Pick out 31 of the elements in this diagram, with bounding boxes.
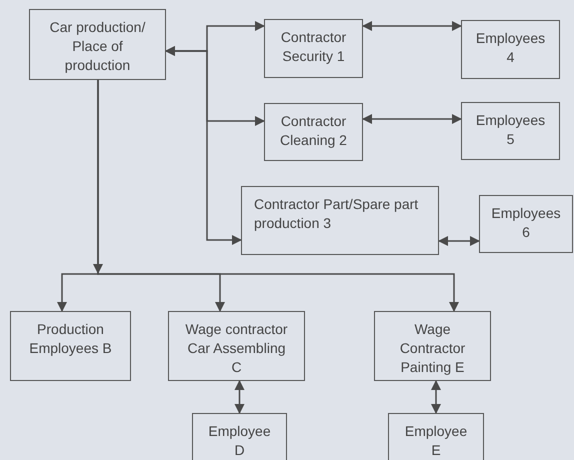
box-label: Contractor Part/Spare part production 3: [254, 195, 420, 233]
box-label: Production Employees B: [28, 320, 113, 358]
process-box: [10, 311, 131, 381]
box-label: Car production/ Place of production: [48, 18, 146, 75]
process-box: [241, 186, 439, 255]
box-label: Wage contractor Car Assembling C: [184, 320, 289, 377]
process-box: [264, 103, 363, 161]
box-label: Contractor Security 1: [280, 28, 348, 66]
process-box: [461, 20, 560, 79]
process-box: [29, 9, 166, 80]
process-box: [374, 311, 491, 381]
box-label: Wage Contractor Painting E: [398, 320, 466, 377]
arrow: [97, 80, 459, 312]
process-box: [264, 19, 363, 78]
arrow: [362, 21, 462, 31]
arrow: [431, 380, 441, 414]
box-label: Employee D: [207, 422, 272, 460]
arrow: [234, 380, 244, 414]
arrow: [438, 236, 480, 246]
process-box: [461, 102, 560, 160]
box-label: Employees 6: [490, 204, 562, 242]
process-box: [168, 311, 305, 381]
process-box: [479, 195, 573, 253]
box-label: Employee E: [404, 422, 468, 460]
box-label: Employees 4: [474, 29, 546, 67]
arrow: [165, 46, 242, 245]
box-label: Contractor Cleaning 2: [279, 112, 348, 150]
process-box: [388, 413, 484, 460]
box-label: Employees 5: [474, 111, 546, 149]
process-box: [192, 413, 287, 460]
arrow: [362, 114, 462, 124]
